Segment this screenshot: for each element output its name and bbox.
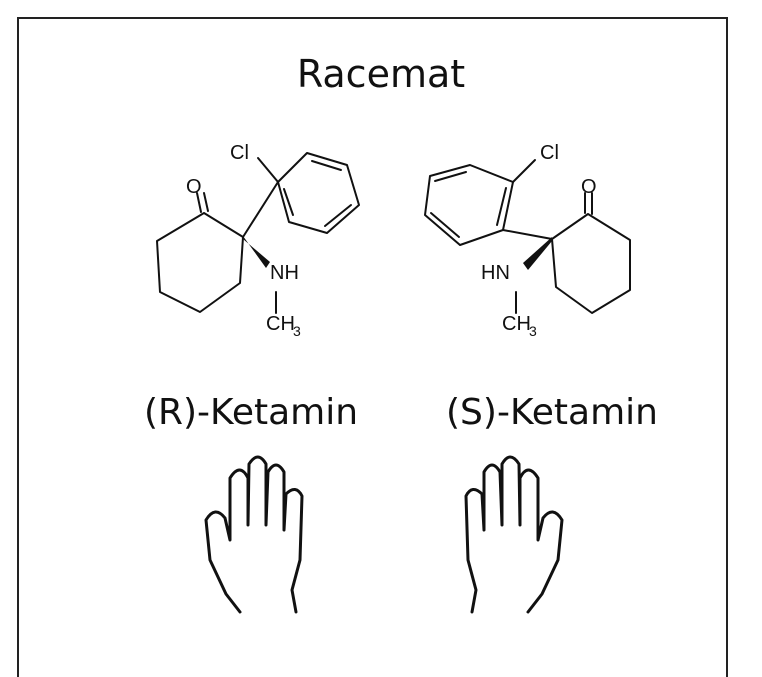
s-ketamin-label: (S)-Ketamin	[446, 392, 658, 433]
r-ketamin-label: (R)-Ketamin	[143, 392, 359, 433]
right-hand-icon	[464, 455, 564, 614]
r-ketamine-structure	[156, 152, 360, 314]
s-ch-subscript: 3	[529, 323, 537, 339]
s-ch-atom: CH	[502, 313, 531, 335]
s-wedge-bond	[523, 237, 552, 270]
r-ch-subscript: 3	[293, 323, 301, 339]
r-o-atom: O	[186, 176, 202, 198]
s-cl-atom: Cl	[540, 142, 559, 164]
s-o-atom: O	[581, 176, 597, 198]
figure-frame	[17, 17, 728, 677]
s-ketamine-structure	[424, 159, 631, 314]
left-hand-icon	[204, 455, 304, 614]
r-wedge-bond	[243, 236, 270, 268]
figure-title: Racemat	[296, 52, 466, 96]
r-ch-atom: CH	[266, 313, 295, 335]
r-cl-atom: Cl	[230, 142, 249, 164]
s-hn-atom: HN	[481, 262, 510, 284]
r-nh-atom: NH	[270, 262, 299, 284]
